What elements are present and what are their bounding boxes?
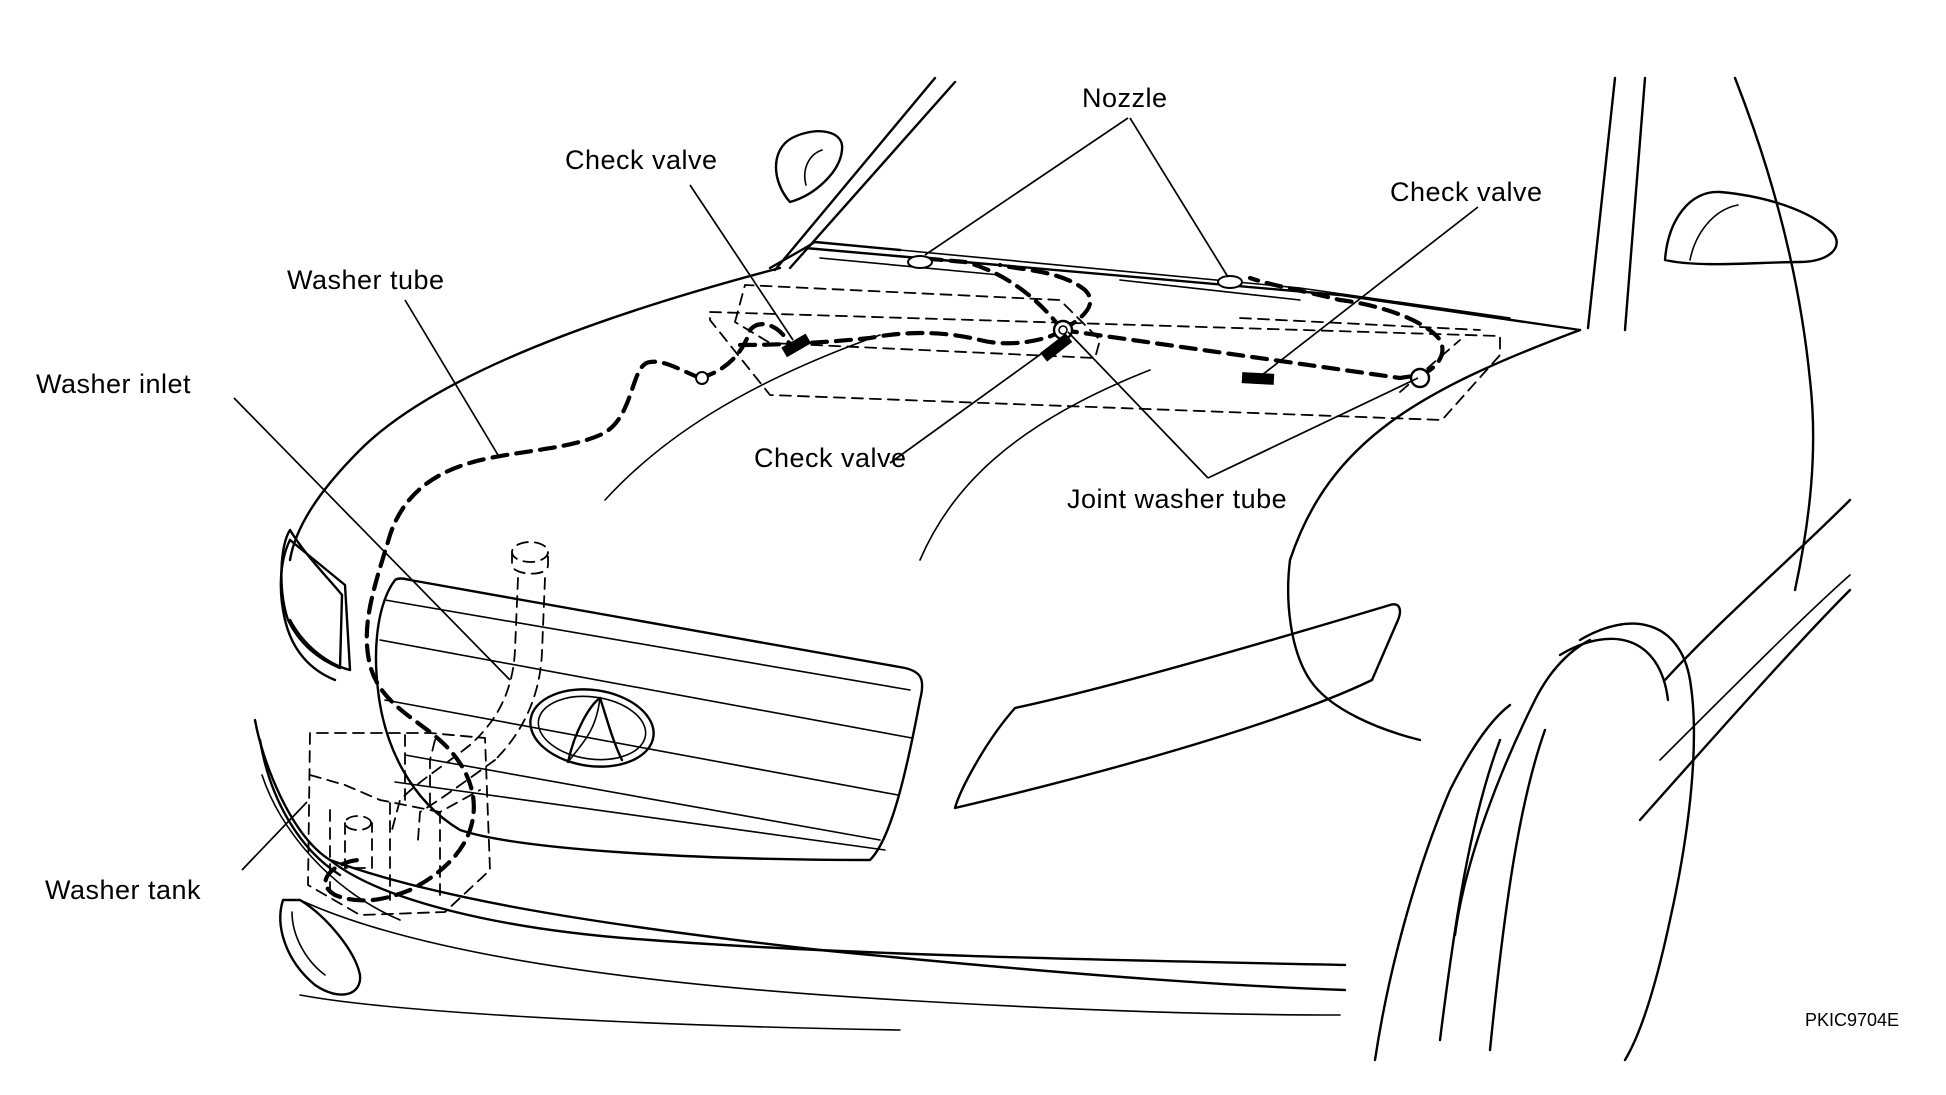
label-check-valve-top-right: Check valve [1390,177,1543,207]
check-valve-center-icon [1040,333,1073,362]
figure-code: PKIC9704E [1805,1010,1899,1030]
label-washer-tank: Washer tank [45,875,201,905]
nozzle-right-icon [1217,275,1243,289]
nozzles [907,255,1243,289]
leader-lines [233,117,1479,871]
washer-tube-route [323,255,1445,903]
label-washer-inlet: Washer inlet [36,369,191,399]
label-check-valve-top-left: Check valve [565,145,718,175]
label-check-valve-center: Check valve [754,443,907,473]
label-nozzle: Nozzle [1082,83,1168,113]
labels: Nozzle Check valve Check valve Washer tu… [36,83,1899,1030]
check-valve-left-icon [781,333,812,358]
label-joint-washer-tube: Joint washer tube [1067,484,1287,514]
label-washer-tube: Washer tube [287,265,445,295]
check-valve-right-icon [1241,372,1275,385]
nozzle-left-icon [907,255,933,269]
hidden-components [307,284,1501,916]
vehicle-outline [253,76,1852,1062]
